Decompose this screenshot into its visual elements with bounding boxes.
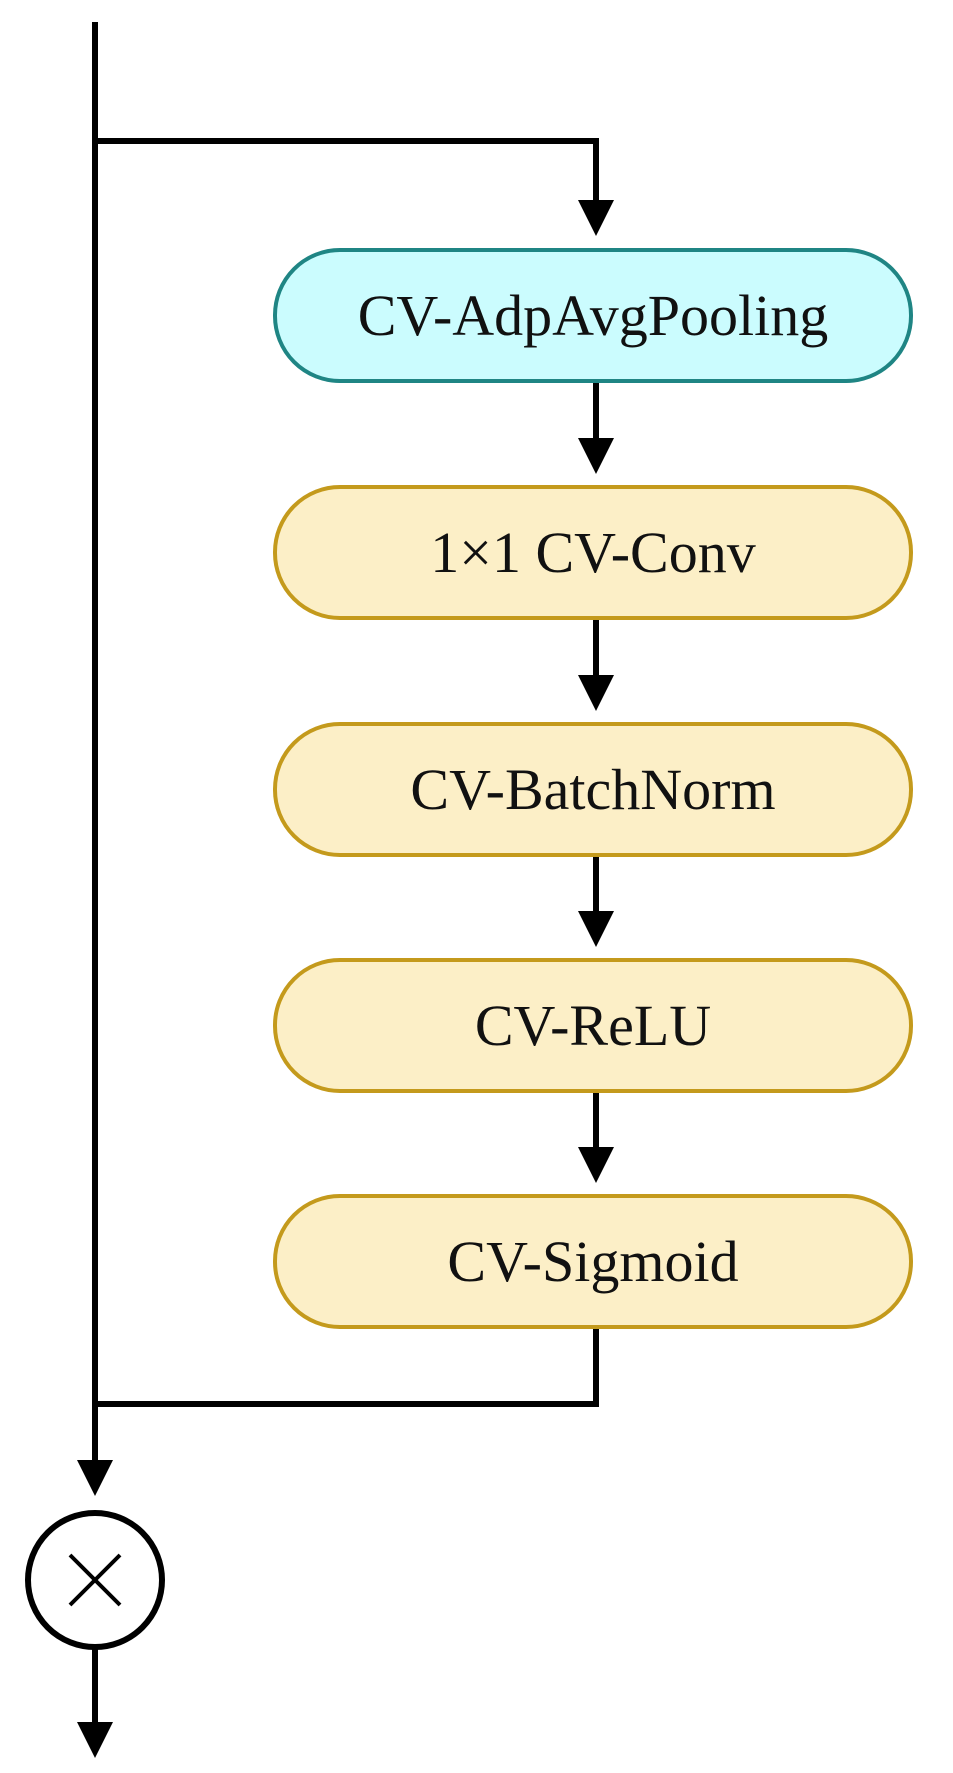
block-relu: CV-ReLU — [273, 958, 913, 1093]
block-sigmoid: CV-Sigmoid — [273, 1194, 913, 1329]
branch-to-pooling-line — [95, 138, 614, 236]
multiply-icon — [25, 1510, 165, 1650]
block-1x1-conv: 1×1 CV-Conv — [273, 485, 913, 620]
block-batchnorm: CV-BatchNorm — [273, 722, 913, 857]
return-to-trunk-line — [92, 1329, 599, 1407]
block-adaptive-avg-pooling: CV-AdpAvgPooling — [273, 248, 913, 383]
